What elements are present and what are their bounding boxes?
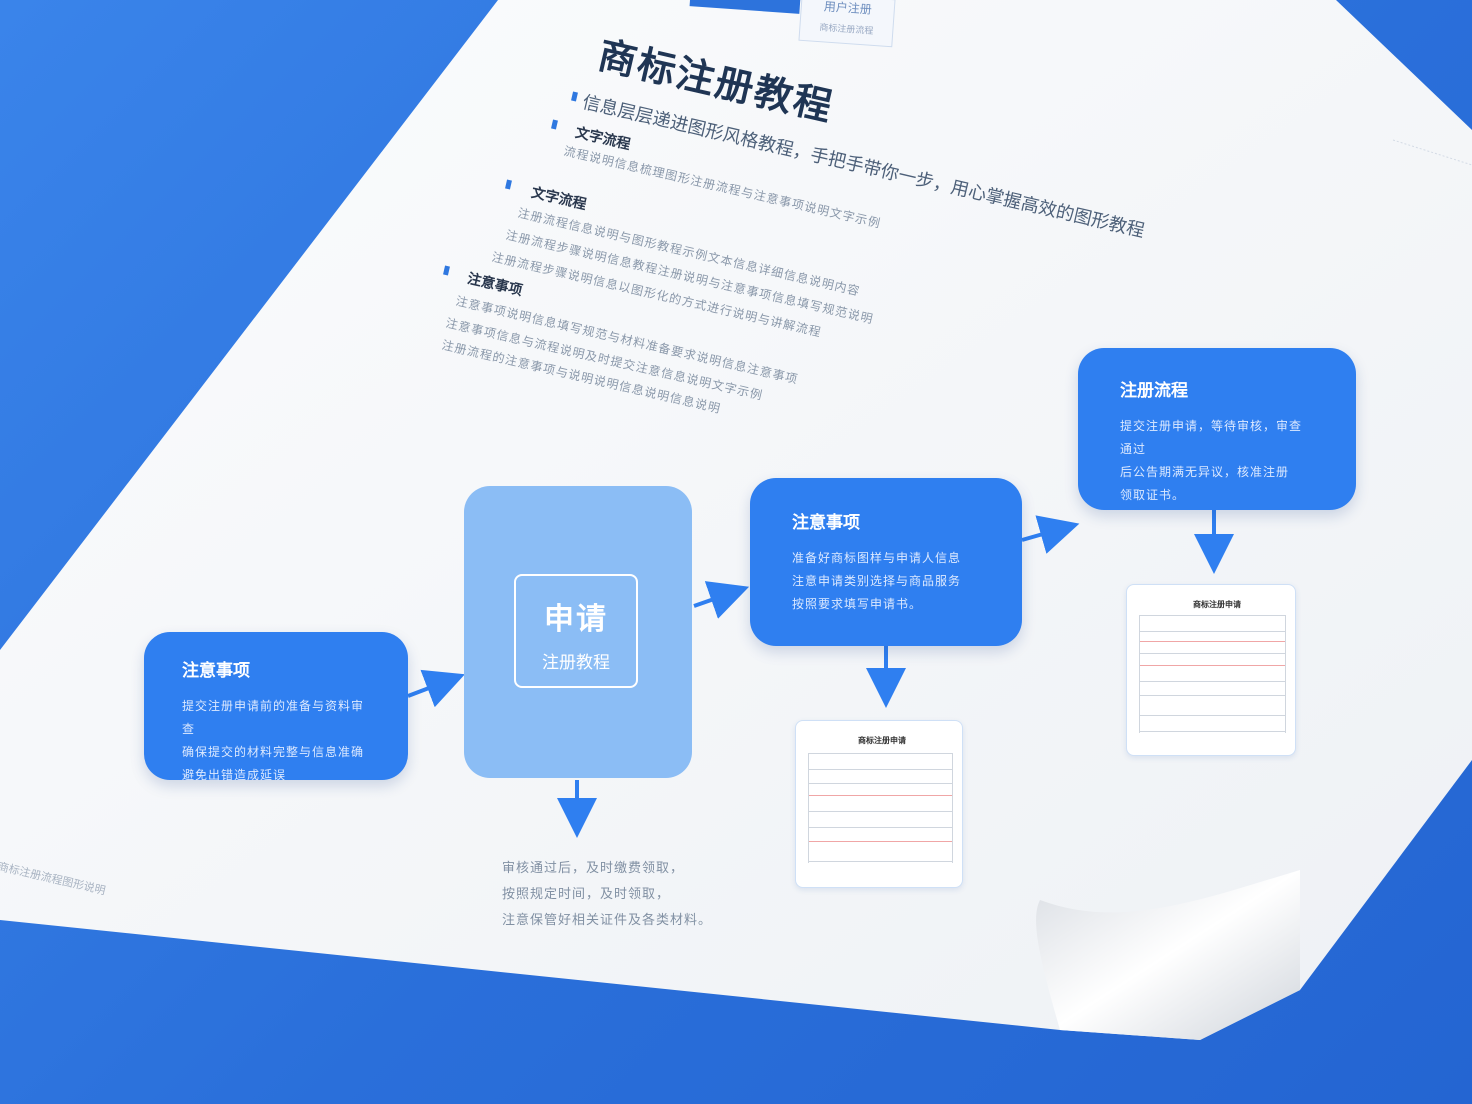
flow-box-left-line: 避免出错造成延误 [182, 768, 287, 782]
flow-box-right-line: 领取证书。 [1120, 488, 1186, 502]
header-tab-sub: 商标注册流程 [819, 23, 874, 37]
header-tab: 用户注册 商标注册流程 [798, 0, 896, 48]
flow-box-left-title: 注意事项 [182, 661, 250, 681]
paper-curl [1036, 870, 1300, 1040]
flow-box-right-title: 注册流程 [1120, 381, 1188, 401]
flow-box-mid-line: 注意申请类别选择与商品服务 [792, 574, 962, 588]
flow-note-line: 注意保管好相关证件及各类材料。 [502, 913, 713, 928]
form-document-mid: 商标注册申请 [795, 720, 963, 888]
flow-box-mid-title: 注意事项 [792, 513, 860, 533]
form-document-right: 商标注册申请 [1126, 584, 1296, 756]
flow-center-box: 申请 注册教程 [464, 486, 692, 778]
flow-center-big: 申请 [544, 602, 608, 637]
flow-box-right-line: 后公告期满无异议，核准注册 [1120, 465, 1290, 479]
flow-box-mid-line: 准备好商标图样与申请人信息 [792, 551, 962, 565]
flow-box-left-line: 确保提交的材料完整与信息准确 [182, 745, 365, 759]
header-tab-label: 用户注册 [823, 0, 873, 17]
flow-center-inner: 申请 注册教程 [514, 574, 638, 688]
flow-box-right-line: 提交注册申请，等待审核，审查通过 [1120, 419, 1303, 456]
paper-body [0, 0, 1472, 1040]
flow-box-left: 注意事项 提交注册申请前的准备与资料审查 确保提交的材料完整与信息准确 避免出错… [144, 632, 408, 782]
flow-box-left-line: 提交注册申请前的准备与资料审查 [182, 699, 365, 736]
flow-box-right: 注册流程 提交注册申请，等待审核，审查通过 后公告期满无异议，核准注册 领取证书… [1078, 348, 1356, 510]
flow-box-mid-line: 按照要求填写申请书。 [792, 597, 923, 611]
form-doc-mid-title: 商标注册申请 [858, 736, 906, 745]
flow-note-line: 按照规定时间，及时领取， [502, 887, 671, 902]
form-doc-right-title: 商标注册申请 [1193, 600, 1241, 609]
flow-note-line: 审核通过后，及时缴费领取， [502, 861, 685, 876]
flow-box-mid: 注意事项 准备好商标图样与申请人信息 注意申请类别选择与商品服务 按照要求填写申… [750, 478, 1022, 646]
flow-center-small: 注册教程 [542, 653, 610, 673]
flow-note: 审核通过后，及时缴费领取， 按照规定时间，及时领取， 注意保管好相关证件及各类材… [502, 856, 712, 934]
